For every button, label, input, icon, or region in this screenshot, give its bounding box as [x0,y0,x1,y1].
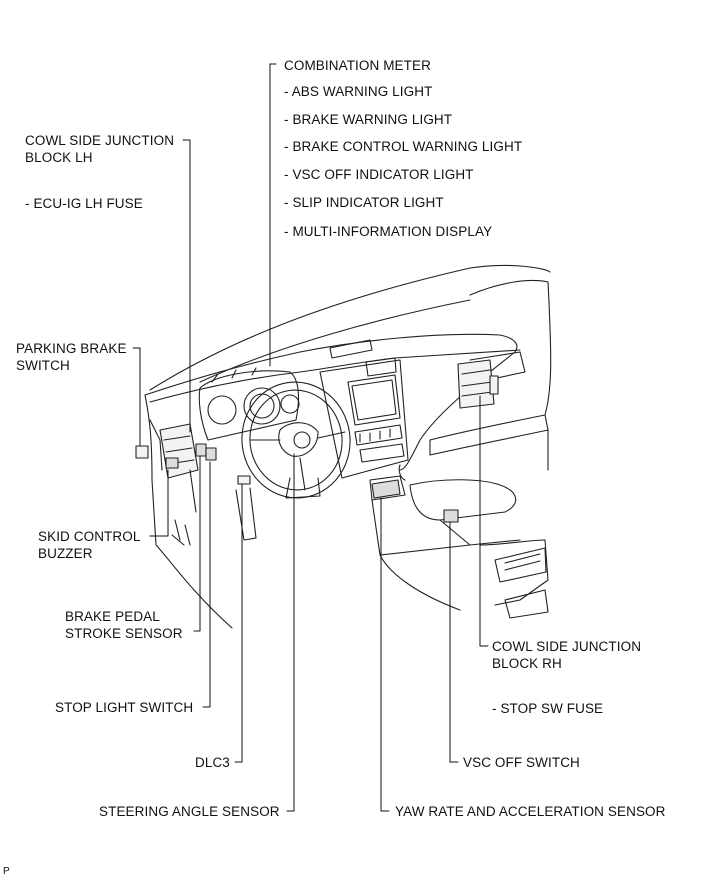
steering-angle-sensor-label: STEERING ANGLE SENSOR [99,804,280,819]
skid-buzzer-label: SKID CONTROL BUZZER [38,528,140,562]
parking-brake-switch [135,445,149,459]
abs-warning-light-label: - ABS WARNING LIGHT [284,84,433,99]
parking-brake-line1: PARKING BRAKE [16,341,127,356]
passenger-dash [429,281,552,471]
stop-sw-fuse-label: - STOP SW FUSE [492,701,604,716]
skid-control-buzzer [165,457,179,469]
cowl-rh-line2: BLOCK RH [492,656,562,671]
slip-indicator-light-label: - SLIP INDICATOR LIGHT [284,195,444,210]
steering-wheel [241,381,351,499]
ecu-ig-lh-fuse-label: - ECU-IG LH FUSE [25,196,143,211]
vsc-off-indicator-light-label: - VSC OFF INDICATOR LIGHT [284,167,474,182]
cowl-rh-label: COWL SIDE JUNCTION BLOCK RH [492,638,641,672]
yaw-rate-sensor-part [371,479,401,499]
brake-warning-light-label: - BRAKE WARNING LIGHT [284,112,453,127]
cowl-lh-line2: BLOCK LH [25,150,93,165]
skid-buzzer-line2: BUZZER [38,546,93,561]
vsc-off-switch-part [443,509,459,523]
brake-pedal-line2: STROKE SENSOR [65,626,183,641]
center-console [319,357,409,479]
dlc3-label: DLC3 [195,755,230,770]
cowl-lh-line1: COWL SIDE JUNCTION [25,133,175,148]
cowl-rh-junction-block [457,359,499,409]
meter-cluster [198,367,300,441]
cowl-rh-line1: COWL SIDE JUNCTION [492,639,642,654]
pedals [189,469,257,541]
parking-brake-line2: SWITCH [16,358,70,373]
cowl-lh-junction-block [159,423,199,479]
brake-control-warning-light-label: - BRAKE CONTROL WARNING LIGHT [284,139,523,154]
skid-buzzer-line1: SKID CONTROL [38,529,141,544]
combination-meter-label: COMBINATION METER [284,57,431,74]
dlc3-connector [237,475,251,485]
brake-pedal-line1: BRAKE PEDAL [65,609,160,624]
corner-mark: P [3,866,10,877]
cowl-lh-label: COWL SIDE JUNCTION BLOCK LH [25,132,174,166]
parking-brake-label: PARKING BRAKE SWITCH [16,340,127,374]
combination-meter-title: COMBINATION METER [284,58,431,73]
multi-information-display-label: - MULTI-INFORMATION DISPLAY [284,224,493,239]
yaw-rate-sensor-label: YAW RATE AND ACCELERATION SENSOR [395,804,666,819]
brake-pedal-label: BRAKE PEDAL STROKE SENSOR [65,608,183,642]
leader-lines [132,63,489,812]
stop-light-switch-label: STOP LIGHT SWITCH [55,700,194,715]
stop-light-switch-part [205,447,217,461]
brake-pedal-sensor [195,443,207,457]
vsc-off-switch-label: VSC OFF SWITCH [463,755,580,770]
